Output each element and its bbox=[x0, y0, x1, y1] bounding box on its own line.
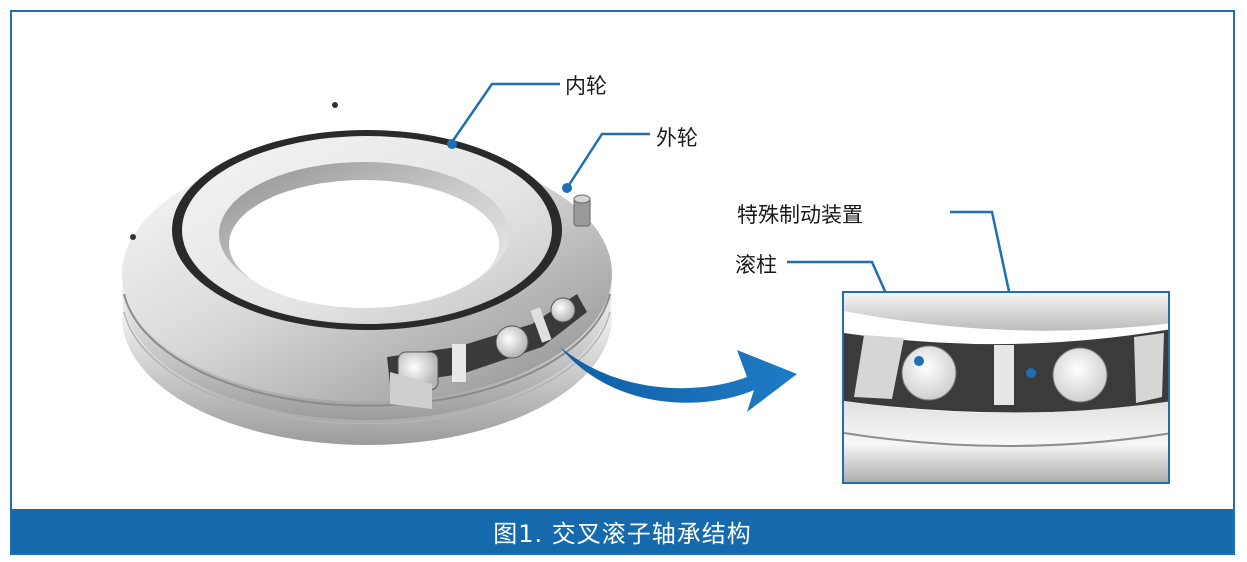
caption-text: 图1. 交叉滚子轴承结构 bbox=[493, 519, 752, 548]
point-inner-ring bbox=[447, 139, 457, 149]
figure-frame: 内轮 外轮 特殊制动装置 滚柱 图1. 交叉滚子轴承结构 bbox=[10, 10, 1235, 555]
label-outer-ring: 外轮 bbox=[656, 126, 698, 150]
zoom-arrow bbox=[560, 347, 797, 412]
leader-outer-ring bbox=[565, 132, 650, 189]
leader-special-brake bbox=[950, 210, 1024, 353]
figure-caption: 图1. 交叉滚子轴承结构 bbox=[12, 509, 1233, 553]
leader-inner-ring bbox=[450, 82, 560, 143]
bearing-illustration bbox=[122, 82, 1024, 445]
label-special-brake: 特殊制动装置 bbox=[737, 203, 863, 227]
label-inner-ring: 内轮 bbox=[565, 74, 607, 98]
inner-ring bbox=[182, 136, 552, 324]
zoom-inset bbox=[842, 291, 1170, 484]
inset-illustration bbox=[844, 293, 1168, 482]
point-outer-ring bbox=[562, 183, 572, 193]
label-roller: 滚柱 bbox=[735, 253, 777, 277]
cutaway-rollers bbox=[387, 294, 587, 409]
